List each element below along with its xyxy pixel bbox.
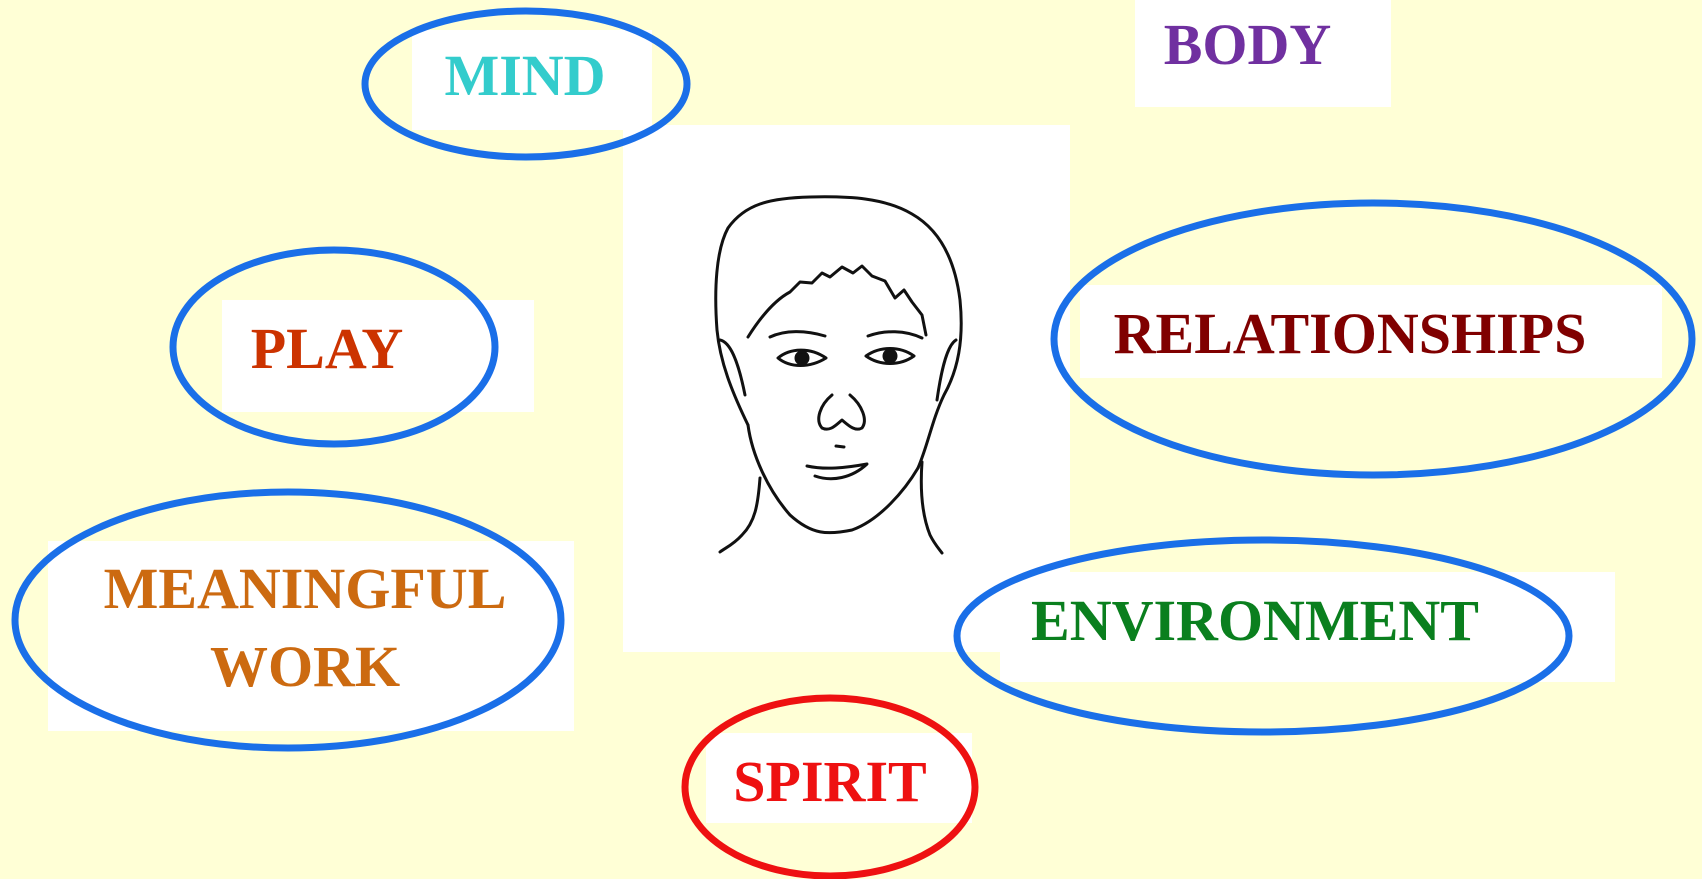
mind-label: MIND [420,47,630,105]
face-drawing [716,197,961,553]
play-label: PLAY [222,320,432,378]
right-pupil [884,350,896,362]
environment-label: ENVIRONMENT [1005,592,1505,650]
left-brow [770,332,825,337]
body-label: BODY [1140,16,1355,74]
right-brow [868,332,922,338]
nose-tip [836,446,844,447]
relationships-label: RELATIONSHIPS [1085,305,1615,363]
left-pupil [796,352,808,364]
neck-left [720,478,760,552]
ring-group [15,11,1692,876]
spirit-label: SPIRIT [715,753,945,811]
neck-right [921,462,942,553]
hairline [748,266,926,337]
meaningful-work-label-line2: WORK [75,638,535,696]
mouth [807,464,867,479]
meaningful-work-label-line1: MEANINGFUL [75,560,535,618]
nose [819,395,865,429]
